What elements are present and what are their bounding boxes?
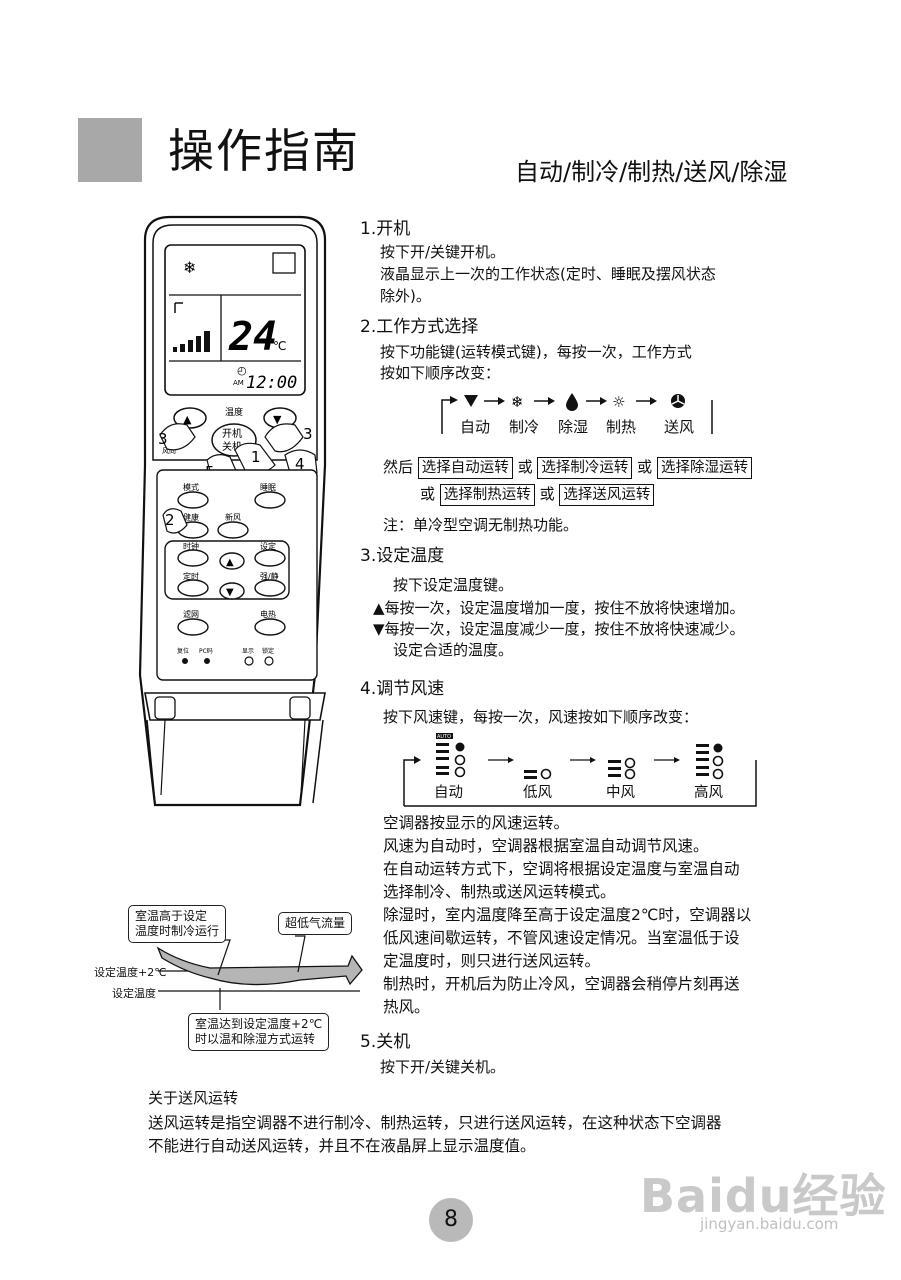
svg-text:定时: 定时	[183, 571, 199, 581]
page-title: 操作指南	[168, 124, 360, 178]
svg-text:AM: AM	[233, 379, 244, 387]
section-fan-line: 按下风速键，每按一次，风速按如下顺序改变：	[383, 708, 699, 726]
fan-paragraphs: 空调器按显示的风速运转。 风速为自动时，空调器根据室温自动调节风速。 在自动运转…	[383, 814, 752, 1016]
or-label: 或	[539, 485, 555, 503]
svg-text:模式: 模式	[183, 482, 199, 492]
or-label: 或	[420, 485, 436, 503]
fan-label-auto: 自动	[434, 785, 463, 801]
svg-text:▲: ▲	[226, 557, 234, 568]
select-cool-box: 选择制冷运转	[537, 457, 633, 479]
svg-text:❄: ❄	[511, 393, 524, 411]
svg-text:强/静: 强/静	[260, 571, 279, 581]
section-temp-down-line: ▼每按一次，设定温度减少一度，按住不放将快速减少。	[373, 620, 745, 638]
down-triangle-icon: ▼	[373, 620, 385, 638]
svg-text:显示: 显示	[242, 648, 254, 655]
svg-text:2: 2	[165, 511, 175, 529]
dehumid-line-label-set: 设定温度	[112, 987, 156, 1000]
mode-label-heat: 制热	[606, 418, 637, 436]
svg-text:▼: ▼	[226, 587, 234, 598]
mode-select-row-2: 或 选择制热运转 或 选择送风运转	[420, 483, 655, 506]
fan-label-low: 低风	[523, 785, 552, 801]
or-label: 或	[517, 458, 533, 476]
svg-text:PC码: PC码	[199, 647, 213, 655]
dehumid-line-label-plus2: 设定温度+2℃	[94, 966, 167, 979]
section-temp-line: 按下设定温度键。	[393, 576, 514, 594]
or-label: 或	[637, 458, 653, 476]
section-mode-heading: 2.工作方式选择	[360, 317, 479, 337]
section-mode-line: 按如下顺序改变：	[380, 364, 501, 382]
section-temp-heading: 3.设定温度	[360, 546, 445, 566]
mode-cycle-diagram: ❄ ☼	[441, 393, 713, 434]
lcd-temperature: 24	[228, 314, 277, 360]
section-power-on-heading: 1.开机	[360, 219, 411, 239]
svg-text:▲: ▲	[183, 413, 192, 426]
mode-select-row-1: 然后 选择自动运转 或 选择制冷运转 或 选择除湿运转	[383, 456, 752, 479]
section-power-on-line: 按下开/关键开机。	[380, 243, 506, 261]
svg-text:开机: 开机	[222, 427, 242, 440]
section-mode-line: 按下功能键(运转模式键)，每按一次，工作方式	[380, 343, 692, 361]
section-temp-line: 设定合适的温度。	[393, 641, 514, 659]
section-power-off-heading: 5.关机	[360, 1032, 411, 1052]
mode-label-fan: 送风	[664, 418, 695, 436]
svg-text:风向: 风向	[162, 446, 176, 455]
dehumidify-diagram	[156, 935, 363, 1010]
fan-speed-diagram: AUTO	[403, 733, 757, 807]
svg-text:新风: 新风	[225, 512, 241, 522]
svg-text:睡眠: 睡眠	[260, 483, 276, 492]
svg-text:电热: 电热	[260, 609, 276, 619]
baidu-watermark-logo: Baidu经验	[640, 1169, 887, 1223]
svg-text:AUTO: AUTO	[437, 734, 451, 740]
svg-text:4: 4	[295, 455, 305, 473]
baidu-watermark-url: jingyan.baidu.com	[700, 1215, 839, 1233]
svg-text:1: 1	[251, 448, 261, 466]
section-power-on-line: 除外)。	[380, 287, 431, 305]
section-power-on-line: 液晶显示上一次的工作状态(定时、睡眠及摆风状态	[380, 265, 716, 283]
svg-text:设定: 设定	[260, 541, 276, 551]
section-fan-heading: 4.调节风速	[360, 679, 445, 699]
svg-text:℃: ℃	[273, 339, 286, 353]
svg-text:时钟: 时钟	[183, 541, 199, 551]
select-auto-box: 选择自动运转	[417, 457, 513, 479]
svg-text:❄: ❄	[183, 258, 196, 277]
svg-text:健康: 健康	[183, 512, 199, 522]
select-heat-box: 选择制热运转	[439, 484, 535, 506]
dehumid-box-cooling: 室温高于设定 温度时制冷运行	[128, 905, 227, 943]
up-triangle-icon: ▲	[373, 599, 385, 617]
section-temp-up-line: ▲每按一次，设定温度增加一度，按住不放将快速增加。	[373, 599, 745, 617]
svg-text:滤网: 滤网	[183, 609, 199, 619]
then-label: 然后	[383, 458, 414, 476]
svg-text:温度: 温度	[225, 406, 243, 418]
fan-label-high: 高风	[694, 785, 723, 801]
select-dry-box: 选择除湿运转	[656, 457, 752, 479]
select-fan-box: 选择送风运转	[559, 484, 655, 506]
mode-label-dry: 除湿	[558, 418, 589, 436]
svg-text:◴: ◴	[237, 364, 247, 377]
svg-text:3: 3	[303, 425, 313, 443]
lcd-time: 12:00	[246, 373, 297, 393]
svg-text:3: 3	[158, 430, 168, 448]
fan-label-mid: 中风	[606, 785, 635, 801]
page-subtitle: 自动/制冷/制热/送风/除湿	[515, 158, 788, 186]
svg-text:锁定: 锁定	[262, 647, 274, 655]
header-gray-block	[78, 118, 142, 182]
svg-text:复位: 复位	[177, 647, 189, 655]
dehumid-box-low-airflow: 超低气流量	[278, 912, 353, 935]
section-power-off-line: 按下开/关键关机。	[380, 1058, 506, 1076]
mode-label-auto: 自动	[460, 418, 491, 436]
svg-text:☼: ☼	[612, 393, 625, 411]
mode-label-cool: 制冷	[509, 418, 540, 436]
dehumid-box-mild-dry: 室温达到设定温度+2℃ 时以温和除湿方式运转	[188, 1013, 330, 1051]
fan-note-title: 关于送风运转	[148, 1089, 239, 1107]
remote-control-illustration: ❄ 24 ℃ ◴ AM 12:00 ▲ ▼ 温度 开机 关机 风向 3 3 5 …	[138, 215, 327, 807]
cooling-only-note: 注：单冷型空调无制热功能。	[383, 516, 579, 534]
svg-text:▼: ▼	[273, 413, 282, 426]
fan-note-body: 送风运转是指空调器不进行制冷、制热运转，只进行送风运转，在这种状态下空调器 不能…	[148, 1114, 722, 1155]
page-number: 8	[429, 1198, 473, 1242]
